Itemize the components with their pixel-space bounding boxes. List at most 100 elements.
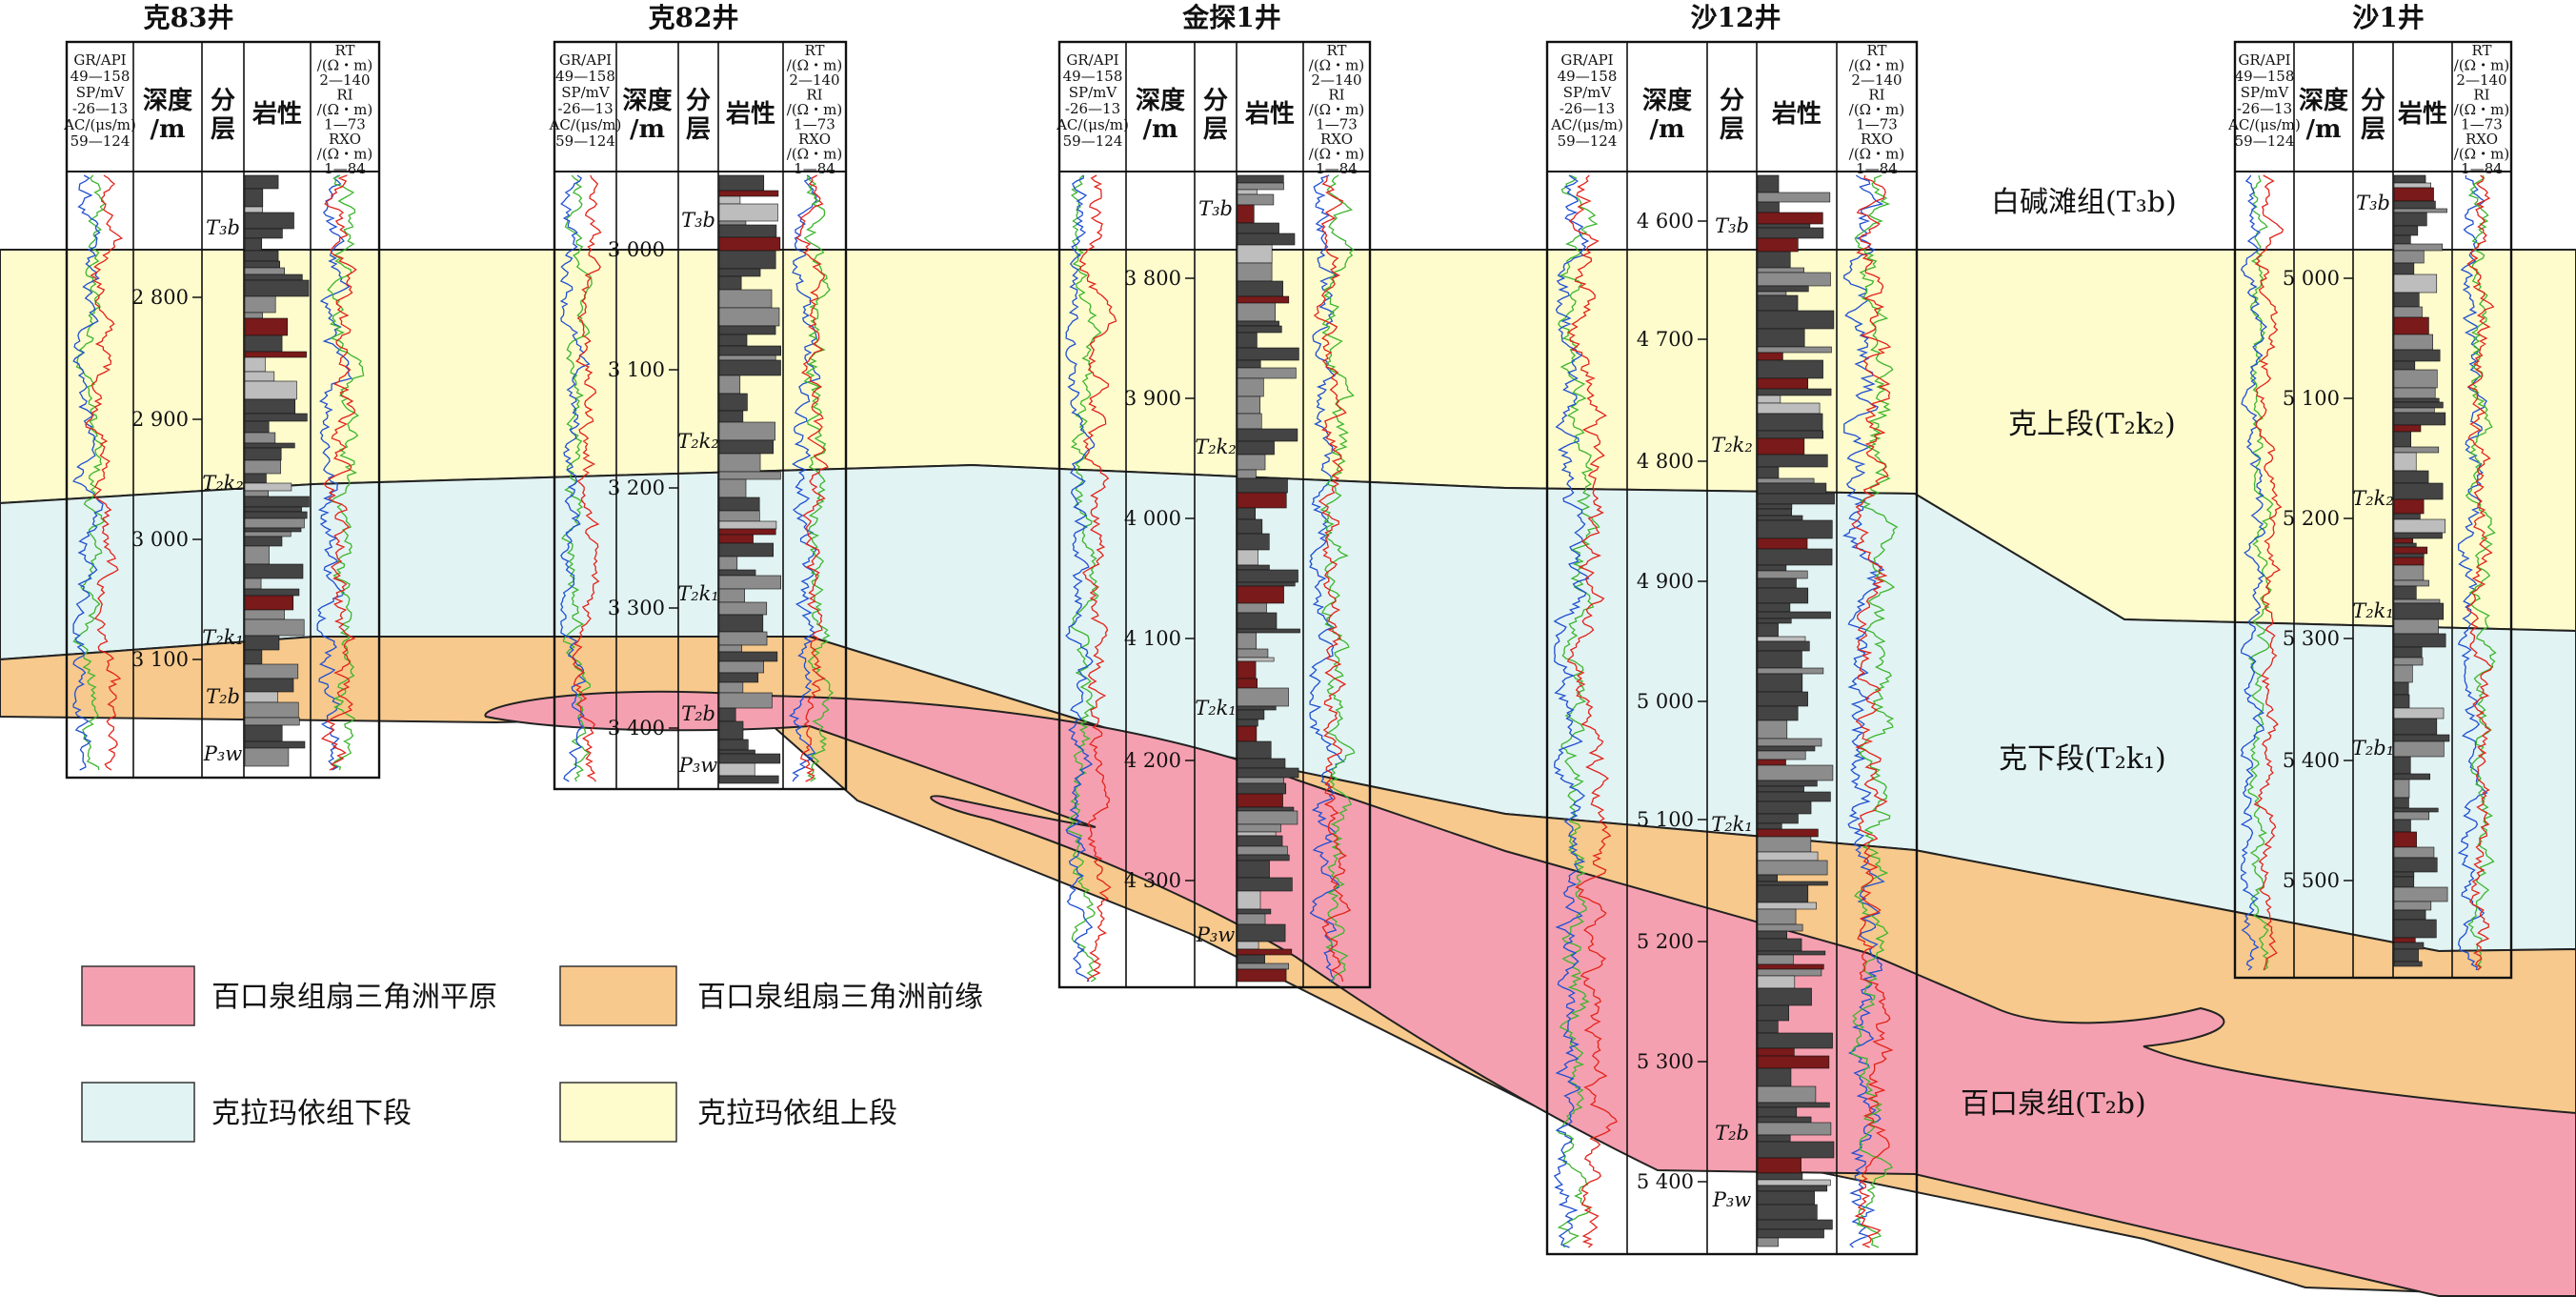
lithology-bed xyxy=(1237,262,1273,282)
lithology-bed xyxy=(244,649,263,665)
lithology-bed xyxy=(1757,515,1803,521)
lithology-bed xyxy=(1757,975,1796,989)
lithology-bed xyxy=(1757,828,1819,838)
log-curve-left xyxy=(72,174,104,771)
lithology-bed xyxy=(2393,602,2445,620)
lithology-bed xyxy=(718,601,768,616)
lithology-bed xyxy=(1757,1020,1779,1034)
log-curve-right xyxy=(2466,174,2495,971)
lithology-bed xyxy=(1237,233,1296,246)
log-left-header: AC/(μs/m) xyxy=(2227,116,2301,133)
well-frame xyxy=(1545,40,1919,1256)
lithology-bed xyxy=(2393,646,2423,659)
lithology-bed xyxy=(244,595,294,611)
log-right-header: 2—140 xyxy=(1851,71,1902,89)
wells-group: 克83井GR/API49—158SP/mV-26—13AC/(μs/m)59—1… xyxy=(63,2,2513,1256)
layer-label: T₂b xyxy=(1715,1122,1749,1145)
lithology-bed xyxy=(2393,518,2446,534)
lithology-bed xyxy=(1757,1179,1831,1186)
layer-label: T₂b xyxy=(206,685,240,708)
lithology-bed xyxy=(1757,564,1787,572)
depth-label: 5 300 xyxy=(2283,627,2340,650)
lithology-bed xyxy=(1237,320,1279,327)
lithology-bed xyxy=(244,545,270,565)
lithology-bed xyxy=(1237,295,1290,304)
lithology-bed xyxy=(1757,291,1787,296)
layer-label: T₂b xyxy=(681,702,715,725)
lithology-bed xyxy=(244,274,303,281)
lithology-bed xyxy=(1757,851,1819,861)
log-curve-left xyxy=(2247,174,2274,971)
log-right-header: /(Ω・m) xyxy=(2454,57,2509,74)
lithology-bed xyxy=(1237,725,1258,742)
lithology-bed xyxy=(244,334,283,353)
log-right-header: 2—140 xyxy=(1311,71,1361,89)
lithology-bed xyxy=(1237,395,1261,415)
legend-label-plain: 百口泉组扇三角洲平原 xyxy=(211,981,497,1014)
lithology-bed xyxy=(1757,328,1805,348)
lithology-bed xyxy=(1757,954,1794,965)
lithology-bed xyxy=(1757,1185,1828,1192)
lithology-bed xyxy=(718,345,781,356)
lithology-bed xyxy=(2393,633,2446,648)
lithology-header: 岩性 xyxy=(1771,100,1821,129)
depth-label: 5 000 xyxy=(2283,267,2340,290)
layer-label: T₂k₂ xyxy=(2352,487,2394,510)
lithology-bed xyxy=(1757,346,1832,354)
legend: 百口泉组扇三角洲平原 百口泉组扇三角洲前缘 克拉玛依组下段 克拉玛依组上段 xyxy=(81,965,983,1143)
well-frame xyxy=(1057,40,1372,989)
log-curve-left xyxy=(572,174,602,782)
lithology-bed xyxy=(1757,874,1779,882)
log-right-header: RT xyxy=(2471,42,2491,59)
lithology-bed xyxy=(1757,537,1808,550)
lithology-bed xyxy=(1757,388,1832,396)
lithology-bed xyxy=(1757,587,1809,604)
layer-label: T₂k₂ xyxy=(1195,436,1237,458)
lithology-bed xyxy=(244,691,278,703)
lithology-bed xyxy=(2393,961,2423,967)
lithology-bed xyxy=(2393,401,2444,409)
lithology-bed xyxy=(718,275,742,291)
log-curve-right xyxy=(803,174,835,782)
lithology-bed xyxy=(1757,272,1831,287)
lithology-bed xyxy=(1237,581,1296,587)
lithology-bed xyxy=(2393,618,2439,635)
lithology-bed xyxy=(1757,764,1834,781)
depth-label: 4 700 xyxy=(1637,328,1694,351)
log-right-header: /(Ω・m) xyxy=(1309,101,1364,118)
log-curve-left xyxy=(1065,174,1102,983)
lithology-bed xyxy=(1757,1116,1812,1124)
depth-label: 5 500 xyxy=(2283,869,2340,892)
lithology-bed xyxy=(1237,533,1270,551)
lithology-bed xyxy=(2393,174,2426,184)
layer-label: P₃w xyxy=(203,742,243,765)
lithology-bed xyxy=(1757,822,1782,830)
log-right-header: 1—73 xyxy=(324,116,366,133)
depth-label: 4 600 xyxy=(1637,210,1694,233)
lithology-bed xyxy=(1757,938,1802,952)
legend-swatch-plain xyxy=(81,965,195,1026)
log-curve-left xyxy=(72,174,106,771)
lithology-bed xyxy=(1757,395,1781,404)
lithology-bed xyxy=(718,393,748,412)
lithology-header: 岩性 xyxy=(725,100,775,129)
lithology-bed xyxy=(1757,908,1797,925)
lithology-bed xyxy=(1237,347,1299,361)
log-left-header: SP/mV xyxy=(1563,84,1613,101)
lithology-bed xyxy=(1237,469,1257,479)
log-right-header: RXO xyxy=(1861,131,1893,148)
lithology-bed xyxy=(1237,359,1261,369)
layer-label: T₂k₁ xyxy=(677,582,719,605)
legend-label-ke-lower: 克拉玛依组下段 xyxy=(211,1097,412,1130)
lithology-bed xyxy=(1237,923,1286,942)
lithology-bed xyxy=(2393,948,2419,963)
lithology-bed xyxy=(1757,640,1810,652)
lithology-bed xyxy=(1237,377,1264,397)
lithology-bed xyxy=(718,478,747,498)
log-curve-right xyxy=(1313,174,1352,983)
log-right-header: 2—140 xyxy=(2456,71,2506,89)
lithology-bed xyxy=(1237,657,1275,662)
lithology-bed xyxy=(2393,811,2430,821)
lithology-bed xyxy=(2393,424,2422,433)
